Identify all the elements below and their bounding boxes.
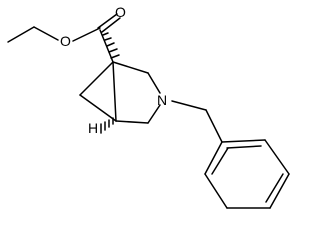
bond-c1-c6 [79, 61, 114, 96]
bond-c6-c5 [79, 94, 117, 122]
bond-ch3-ch2 [7, 26, 35, 43]
bond-carbonyl-double-b [101, 17, 121, 33]
bond-ch2-oester [33, 26, 59, 41]
bond-n-c4 [147, 104, 161, 124]
stereo-hash-c5-h [100, 117, 114, 134]
bond-oester-ccarbonyl [72, 27, 101, 42]
ring-nitrogen-label: N [157, 92, 167, 108]
ester-oxygen-label: O [60, 33, 71, 49]
bond-carbonyl-double-a [97, 13, 118, 29]
bond-ch2-ph [205, 109, 223, 143]
bond-c1-c5 [112, 61, 117, 122]
stereo-hash-c1 [102, 32, 120, 59]
chemical-structure-diagram: O O N H [7, 4, 290, 209]
bond-c2-n [147, 72, 161, 94]
bridgehead-hydrogen-label: H [88, 120, 98, 136]
carbonyl-oxygen-label: O [115, 4, 126, 20]
bond-c4-c5 [115, 120, 149, 124]
benzene-ring [204, 139, 290, 209]
bond-n-ch2 [171, 100, 207, 111]
bond-c1-c2 [112, 61, 149, 74]
